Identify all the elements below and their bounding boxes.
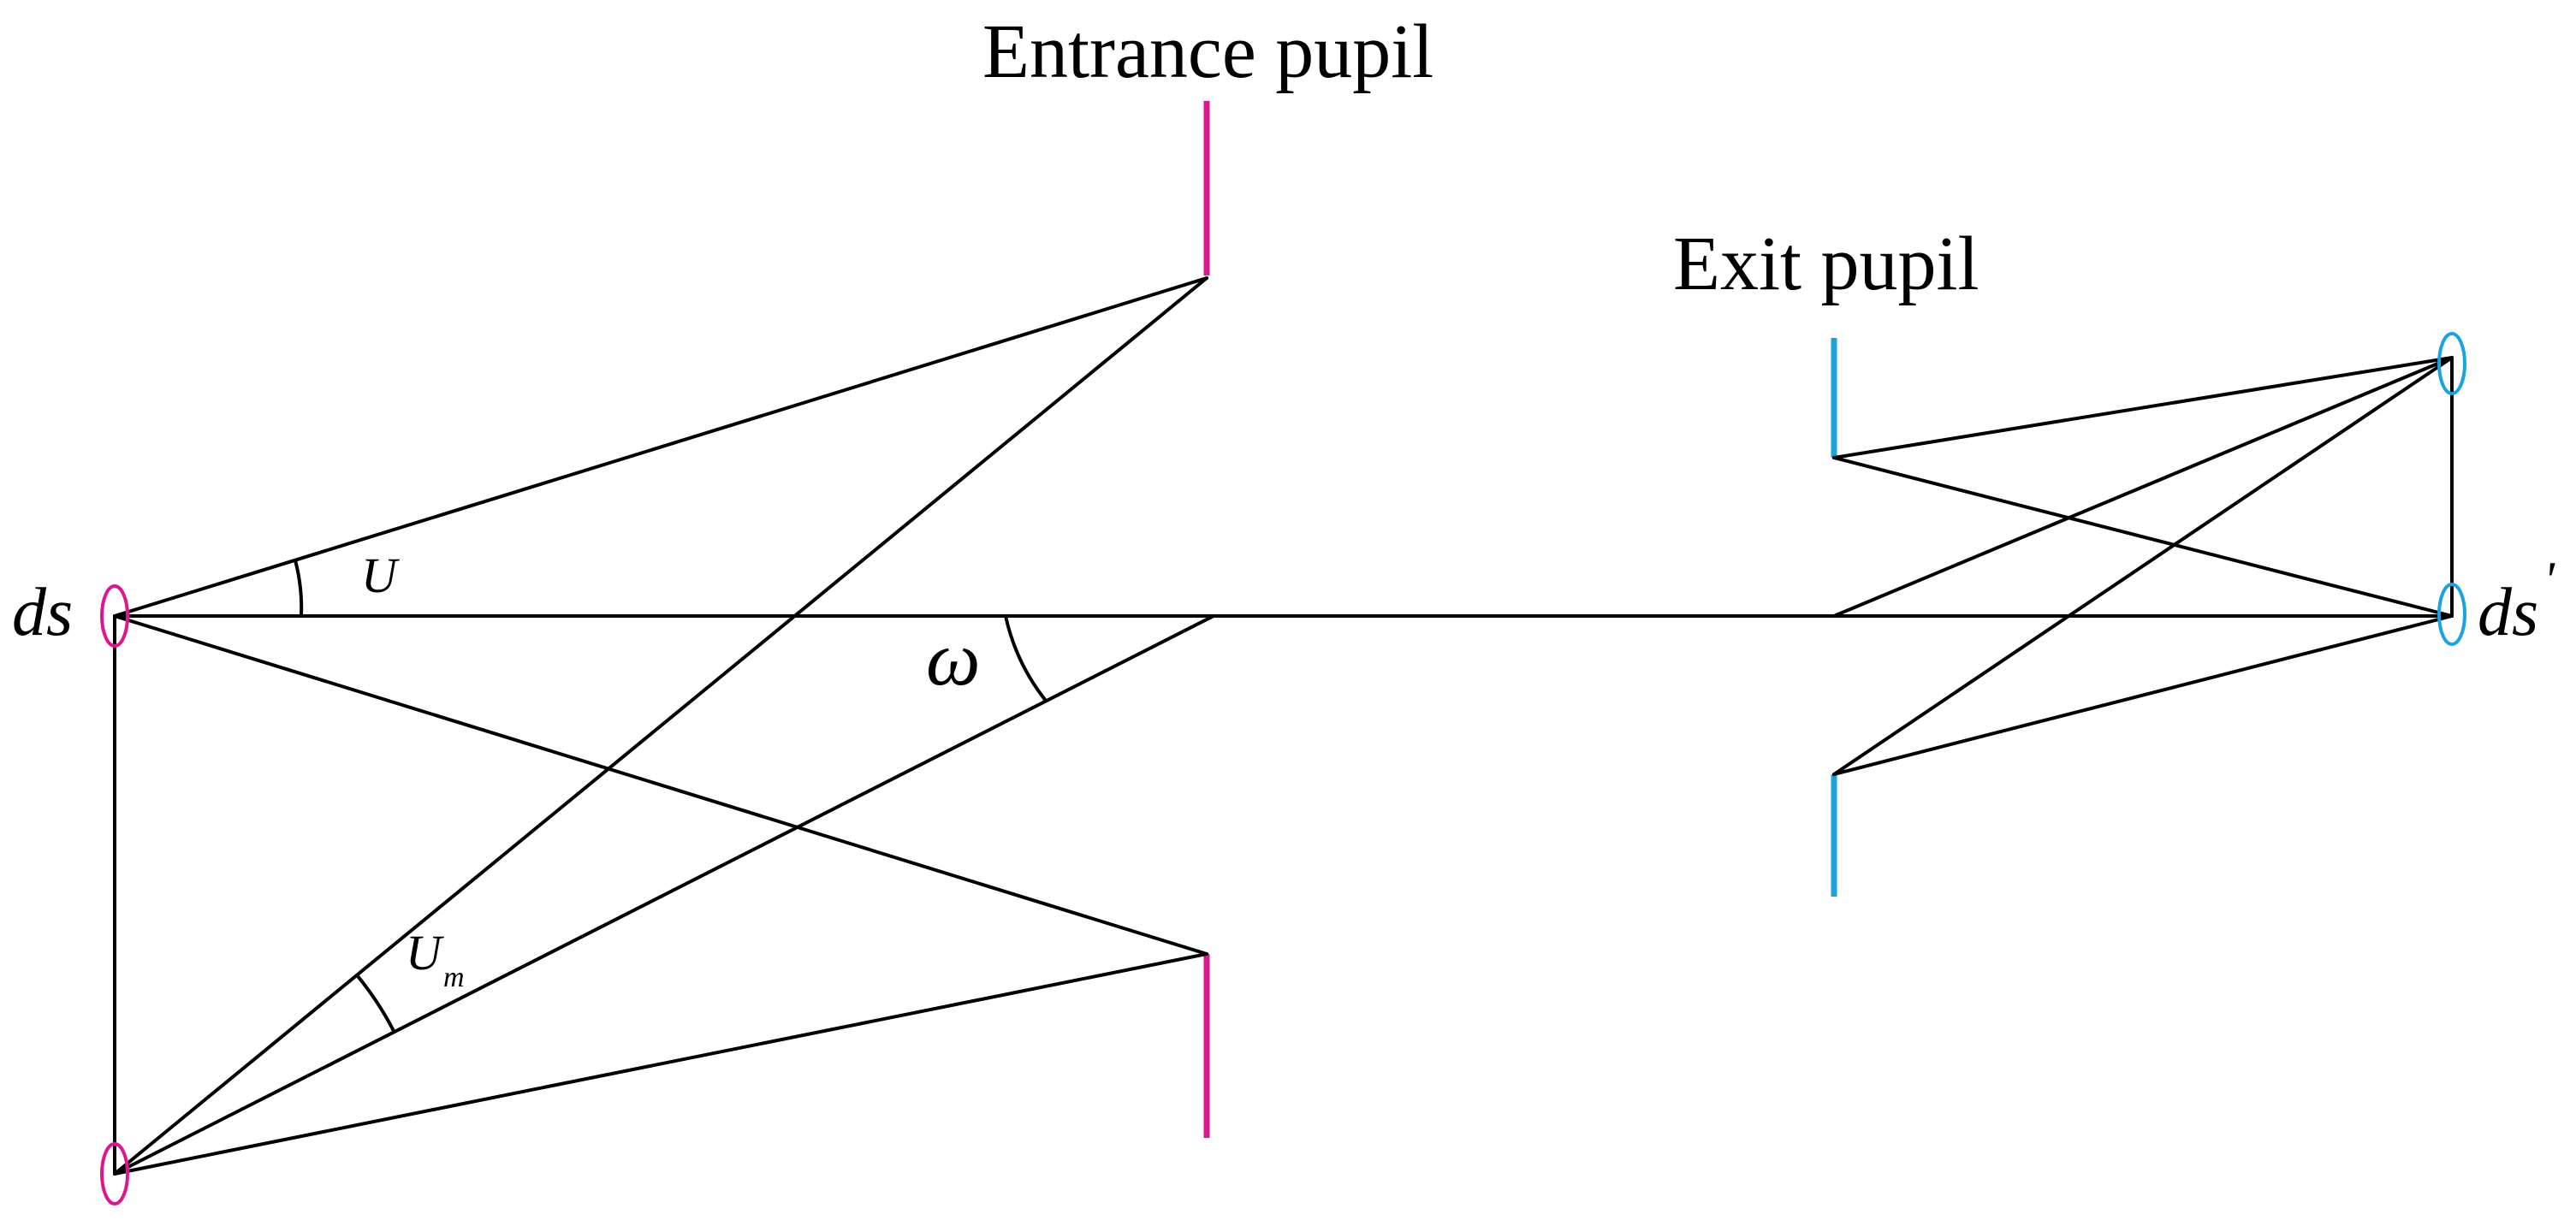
- angle-omega-label: ω: [926, 617, 981, 702]
- object-point-off-axis-ring: [100, 1142, 129, 1205]
- angle-u-label: U: [361, 548, 401, 603]
- exit-pupil-title: Exit pupil: [1673, 222, 1979, 306]
- image-prime-mark: ': [2543, 552, 2555, 608]
- object-point-axis-ring: [100, 584, 129, 648]
- ray-exit-bottom-to-image-top: [1832, 356, 2454, 776]
- ray-marginal-to-entrance-bottom: [113, 952, 1208, 1176]
- ray-marginal-to-entrance-top: [113, 276, 1208, 1176]
- angle-omega-arc: [1004, 615, 1048, 702]
- angle-u-arc: [294, 560, 304, 617]
- ray-exit-top-to-image-axis: [1832, 456, 2454, 618]
- image-label: ds: [2478, 575, 2538, 650]
- entrance-pupil-title: Entrance pupil: [982, 9, 1433, 94]
- angle-um-label: U: [406, 925, 445, 980]
- object-label: ds: [12, 575, 73, 650]
- ray-exit-axis-to-image-top: [1832, 356, 2454, 618]
- ray-chief: [113, 614, 1215, 1176]
- ray-exit-top-to-image-top: [1832, 356, 2454, 459]
- image-point-axis-ring: [2437, 583, 2466, 646]
- angle-um-arc: [356, 974, 395, 1032]
- ray-axial-to-entrance-bottom: [113, 614, 1208, 956]
- ray-axial-to-entrance-top: [113, 276, 1208, 618]
- angle-um-subscript: m: [443, 962, 465, 993]
- image-point-top-ring: [2437, 332, 2466, 395]
- ray-exit-bottom-to-image-axis: [1832, 614, 2454, 776]
